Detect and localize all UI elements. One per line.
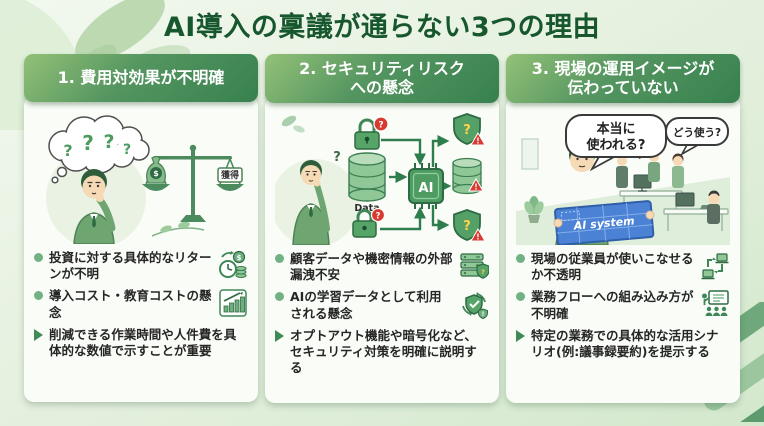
card-3-header-line-1: 3. 現場の運用イメージが bbox=[531, 58, 715, 78]
svg-text:?: ? bbox=[63, 141, 72, 160]
dot-bullet-icon bbox=[516, 292, 525, 302]
question-marks: ? ? ? ? bbox=[63, 131, 131, 160]
database-icon: Data bbox=[348, 152, 386, 214]
chip-label: AI bbox=[419, 181, 434, 196]
card-2-header: 2. セキュリティリスク への懸念 bbox=[265, 53, 499, 103]
lock-icon: ? bbox=[352, 207, 386, 238]
svg-text:どう使う?: どう使う? bbox=[673, 126, 721, 139]
arrow-bullet-icon bbox=[275, 329, 284, 342]
data-flow-security-illustration: ? ? bbox=[275, 112, 486, 245]
dot-bullet-icon bbox=[34, 252, 43, 262]
list-item: 業務フローへの組み込み方が不明確 bbox=[516, 289, 730, 322]
card-security-risk: 2. セキュリティリスク への懸念 bbox=[265, 53, 499, 403]
bullet-text: 現場の従業員が使いこなせるか不透明 bbox=[531, 250, 694, 283]
svg-text:?: ? bbox=[103, 131, 114, 153]
columns-container: 1. 費用対効果が不明確 bbox=[0, 45, 764, 403]
clock-money-icon: $ bbox=[218, 250, 248, 280]
list-item: 削減できる作業時間や人件費を具体的な数値で示すことが重要 bbox=[34, 327, 248, 360]
dot-bullet-icon bbox=[34, 291, 43, 301]
dot-bullet-icon bbox=[275, 292, 284, 302]
thinking-man-figure bbox=[292, 159, 330, 245]
card-3-header-line-2: 伝わっていない bbox=[567, 78, 679, 98]
list-item: AIの学習データとして利用される懸念 ! bbox=[275, 289, 489, 322]
shield-refresh-icon: ! bbox=[459, 289, 489, 320]
list-item: 顧客データや機密情報の外部漏洩不安 ? bbox=[275, 250, 490, 284]
card-3-illustration: ? bbox=[516, 111, 730, 245]
training-presentation-icon bbox=[700, 289, 730, 319]
thinking-man-figure bbox=[73, 168, 116, 244]
bullet-text: 特定の業務での具体的な活用シナリオ(例:議事録要約)を提示する bbox=[531, 327, 719, 360]
list-item: 導入コスト・教育コストの懸念 bbox=[34, 288, 248, 321]
list-item: オプトアウト機能や暗号化など、セキュリティ対策を明確に説明する bbox=[275, 328, 489, 377]
svg-text:$: $ bbox=[153, 169, 159, 178]
card-3-header: 3. 現場の運用イメージが 伝わっていない bbox=[506, 53, 740, 103]
card-1-bullets: 投資に対する具体的なリターンが不明 $ bbox=[34, 250, 248, 360]
blueprint-icon: AI system bbox=[554, 199, 655, 245]
speech-bubble-1: 本当に 使われる? bbox=[565, 113, 667, 172]
svg-text:!: ! bbox=[476, 136, 479, 145]
data-label: Data bbox=[354, 203, 379, 214]
shield-warning-icon: ? ! bbox=[453, 112, 486, 146]
svg-text:!: ! bbox=[474, 182, 477, 191]
list-item: 現場の従業員が使いこなせるか不透明 bbox=[516, 251, 730, 284]
dot-bullet-icon bbox=[275, 253, 284, 263]
bullet-text: 業務フローへの組み込み方が不明確 bbox=[531, 289, 694, 321]
bullet-text: 投資に対する具体的なリターンが不明 bbox=[49, 249, 212, 281]
page-title: AI導入の稟議が通らない3つの理由 bbox=[163, 12, 601, 43]
bullet-text: オプトアウト機能や暗号化など、セキュリティ対策を明確に説明する bbox=[290, 327, 477, 376]
svg-text:?: ? bbox=[481, 268, 485, 276]
device-sync-icon bbox=[700, 251, 730, 281]
card-2-header-line-2: への懸念 bbox=[349, 78, 414, 98]
card-cost-effectiveness: 1. 費用対効果が不明確 bbox=[24, 53, 258, 403]
blueprint-label: AI system bbox=[572, 214, 635, 232]
card-2-bullets: 顧客データや機密情報の外部漏洩不安 ? bbox=[275, 250, 490, 377]
svg-text:使われる?: 使われる? bbox=[586, 137, 646, 153]
svg-text:!: ! bbox=[482, 311, 485, 318]
card-1-body: ? ? ? ? bbox=[24, 95, 258, 402]
svg-text:?: ? bbox=[463, 123, 471, 138]
svg-text:?: ? bbox=[376, 211, 381, 221]
card-3-body: ? bbox=[506, 96, 740, 403]
bullet-text: AIの学習データとして利用される懸念 bbox=[290, 289, 442, 321]
arrow-bullet-icon bbox=[516, 329, 525, 342]
list-item: 特定の業務での具体的な活用シナリオ(例:議事録要約)を提示する bbox=[516, 328, 730, 361]
card-1-illustration: ? ? ? ? bbox=[34, 110, 248, 244]
speech-bubble-2: どう使う? bbox=[665, 116, 729, 156]
svg-text:?: ? bbox=[463, 219, 471, 234]
database-warning-icon: ! bbox=[452, 157, 484, 194]
scale-label: 獲得 bbox=[221, 169, 239, 181]
bullet-text: 顧客データや機密情報の外部漏洩不安 bbox=[290, 250, 453, 283]
card-1-header-line-1: 1. 費用対効果が不明確 bbox=[57, 67, 225, 87]
svg-text:$: $ bbox=[237, 254, 242, 262]
secure-server-icon: ? bbox=[459, 251, 490, 281]
card-2-illustration: ? ? bbox=[275, 111, 489, 245]
office-scene-illustration: ? bbox=[516, 113, 730, 245]
bullet-text: 導入コスト・教育コストの懸念 bbox=[49, 288, 212, 320]
arrow-bullet-icon bbox=[34, 328, 43, 341]
card-2-body: ? ? bbox=[265, 96, 499, 403]
plant-icon bbox=[524, 195, 544, 223]
svg-text:?: ? bbox=[82, 131, 94, 155]
dot-bullet-icon bbox=[516, 253, 525, 263]
lock-icon: ? bbox=[354, 116, 389, 150]
leaf-sprig-icon bbox=[151, 221, 205, 237]
card-operation-image: 3. 現場の運用イメージが 伝わっていない bbox=[506, 53, 740, 403]
thinking-man-scale-illustration: ? ? ? ? bbox=[46, 115, 244, 244]
shield-warning-icon: ? ! bbox=[453, 208, 486, 242]
flow-arrows bbox=[380, 134, 452, 231]
svg-text:!: ! bbox=[476, 232, 479, 241]
balance-scale-icon: $ 獲得 bbox=[142, 144, 244, 222]
svg-text:本当に: 本当に bbox=[596, 121, 635, 137]
svg-text:?: ? bbox=[123, 142, 131, 158]
svg-text:?: ? bbox=[333, 150, 341, 165]
list-item: 投資に対する具体的なリターンが不明 $ bbox=[34, 250, 248, 283]
card-1-header: 1. 費用対効果が不明確 bbox=[24, 53, 258, 102]
svg-text:?: ? bbox=[378, 120, 383, 130]
ai-chip-icon: AI bbox=[408, 162, 444, 209]
bar-chart-growth-icon bbox=[218, 288, 248, 318]
bullet-text: 削減できる作業時間や人件費を具体的な数値で示すことが重要 bbox=[49, 326, 237, 358]
card-2-header-line-1: 2. セキュリティリスク bbox=[299, 58, 465, 78]
card-3-bullets: 現場の従業員が使いこなせるか不透明 bbox=[516, 251, 730, 361]
